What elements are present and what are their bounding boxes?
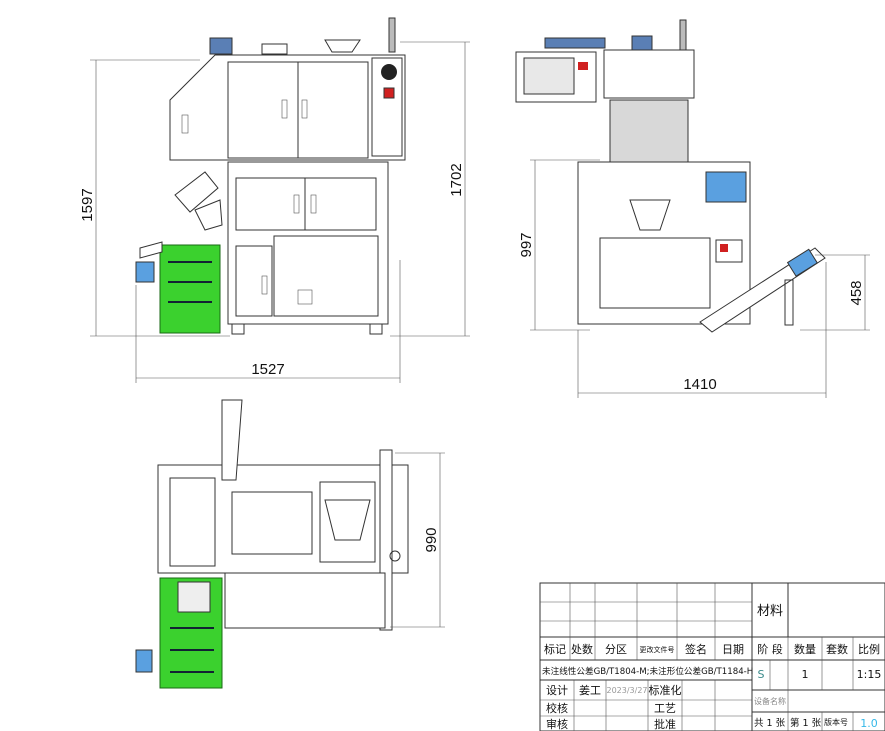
dim-side-width: 1410 bbox=[683, 376, 716, 393]
version-label: 版本号 bbox=[824, 717, 848, 727]
design-label: 设计 bbox=[546, 684, 568, 697]
material-label: 材料 bbox=[757, 604, 783, 619]
review-label: 审核 bbox=[546, 717, 568, 731]
stage-value: S bbox=[758, 668, 765, 681]
scale-value: 1:15 bbox=[857, 668, 882, 681]
side-dimensions: 997 458 1410 bbox=[518, 159, 870, 398]
version-value: 1.0 bbox=[860, 717, 878, 730]
top-view bbox=[135, 399, 409, 689]
approve-label: 批准 bbox=[654, 717, 676, 731]
top-dimensions: 990 bbox=[390, 452, 445, 628]
sheet-number: 第 1 张 bbox=[790, 717, 822, 729]
header-mark: 标记 bbox=[544, 642, 566, 656]
scale-label: 比例 bbox=[858, 642, 880, 656]
header-count: 处数 bbox=[571, 643, 593, 656]
dim-side-conveyor-height: 458 bbox=[848, 280, 865, 305]
sets-label: 套数 bbox=[826, 643, 848, 656]
equipment-name-label: 设备名称 bbox=[754, 696, 786, 706]
designer-name: 姜工 bbox=[579, 683, 601, 697]
standardize-label: 标准化 bbox=[649, 683, 682, 697]
title-block: 标记 处数 分区 更改文件号 签名 日期 未注线性公差GB/T1804-M;未注… bbox=[539, 582, 885, 731]
quantity-value: 1 bbox=[802, 668, 809, 681]
design-date: 2023/3/27 bbox=[606, 686, 647, 695]
dim-side-height: 997 bbox=[518, 232, 535, 257]
header-change-doc: 更改文件号 bbox=[640, 645, 675, 654]
stage-label: 阶 段 bbox=[757, 642, 783, 656]
front-dimensions: 1597 1702 1527 bbox=[79, 41, 470, 383]
dim-top-depth: 990 bbox=[423, 527, 440, 552]
side-view bbox=[515, 19, 826, 333]
header-zone: 分区 bbox=[605, 643, 627, 656]
dim-front-height: 1597 bbox=[79, 188, 96, 221]
header-date: 日期 bbox=[722, 643, 744, 656]
front-view bbox=[135, 17, 406, 335]
tolerance-note: 未注线性公差GB/T1804-M;未注形位公差GB/T1184-H bbox=[542, 665, 753, 677]
quantity-label: 数量 bbox=[794, 643, 816, 656]
process-label: 工艺 bbox=[654, 702, 676, 715]
header-signature: 签名 bbox=[685, 642, 707, 656]
check-label: 校核 bbox=[546, 701, 568, 715]
total-sheets: 共 1 张 bbox=[754, 718, 786, 729]
dim-front-width: 1527 bbox=[251, 361, 284, 378]
dim-front-total-height: 1702 bbox=[448, 163, 465, 196]
